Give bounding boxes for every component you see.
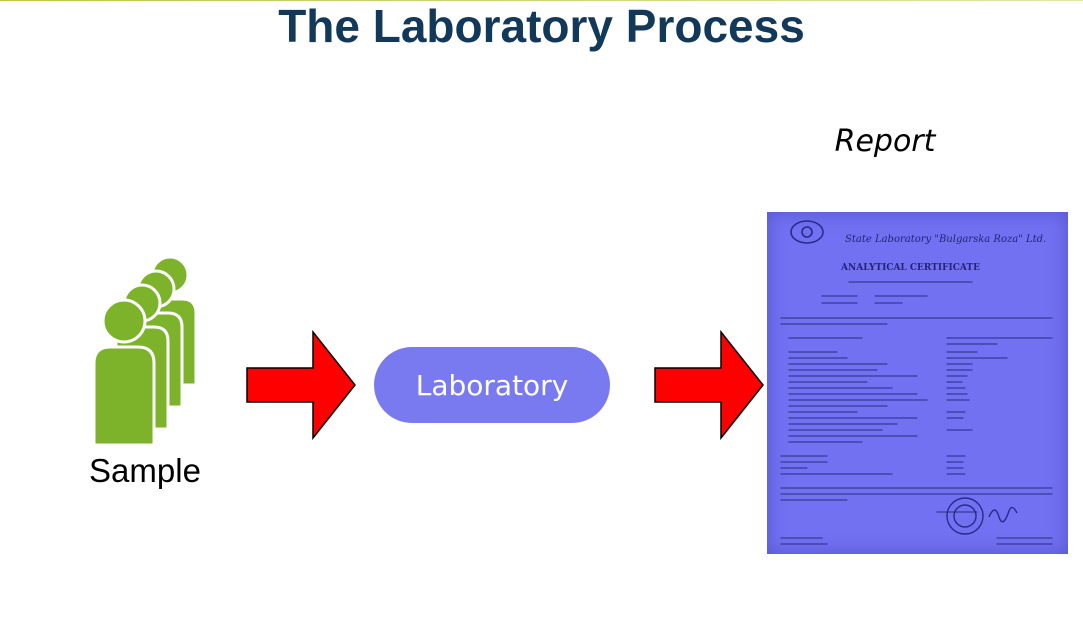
laboratory-node[interactable]: Laboratory [374, 347, 610, 423]
certificate-logo-icon [790, 220, 824, 244]
report-label: Report [834, 124, 936, 159]
people-group-icon [92, 255, 198, 445]
certificate-heading: ANALYTICAL CERTIFICATE [840, 263, 980, 273]
certificate-stamp-icon [946, 497, 1018, 535]
laboratory-label: Laboratory [415, 368, 569, 402]
page-title: The Laboratory Process [278, 0, 805, 52]
arrow-right-icon [246, 330, 356, 440]
certificate-header: State Laboratory "Bulgarska Roza" Ltd. [845, 234, 1046, 245]
certificate-document-image: State Laboratory "Bulgarska Roza" Ltd. A… [767, 212, 1068, 554]
top-divider [0, 0, 1083, 1]
certificate-content: State Laboratory "Bulgarska Roza" Ltd. A… [780, 220, 1053, 545]
person-shape [92, 298, 156, 445]
sample-label: Sample [89, 452, 201, 489]
arrow-right-icon [654, 330, 764, 440]
